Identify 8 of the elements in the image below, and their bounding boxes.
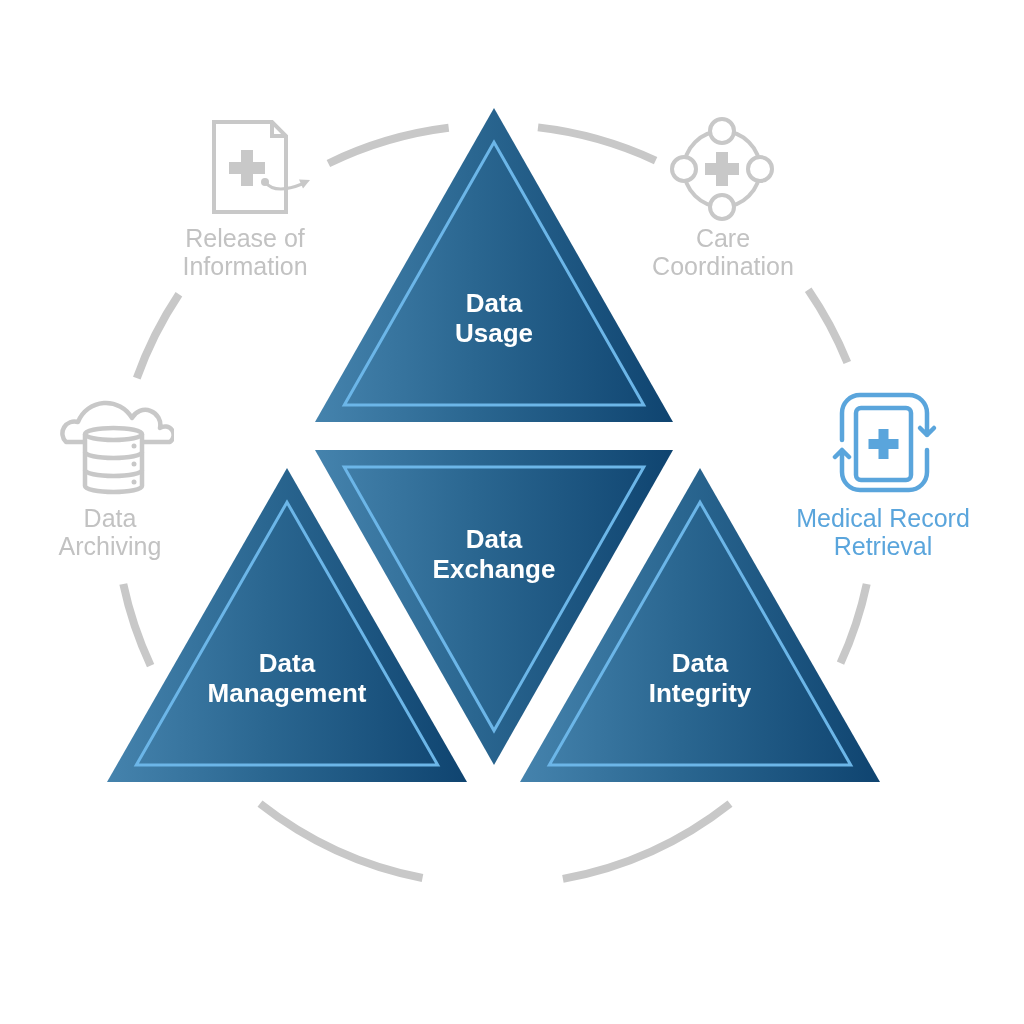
- icon-caption: Medical Record Retrieval: [795, 504, 971, 560]
- panel-label: Data Usage: [455, 288, 533, 348]
- panel-label: Data Integrity: [648, 647, 752, 708]
- icon-caption: Data Archiving: [57, 504, 163, 560]
- icon-caption: Release of Information: [181, 224, 309, 280]
- panel-label: Data Management: [207, 647, 367, 708]
- icon-caption: Care Coordination: [651, 224, 795, 280]
- panel-label: Data Exchange: [432, 524, 556, 585]
